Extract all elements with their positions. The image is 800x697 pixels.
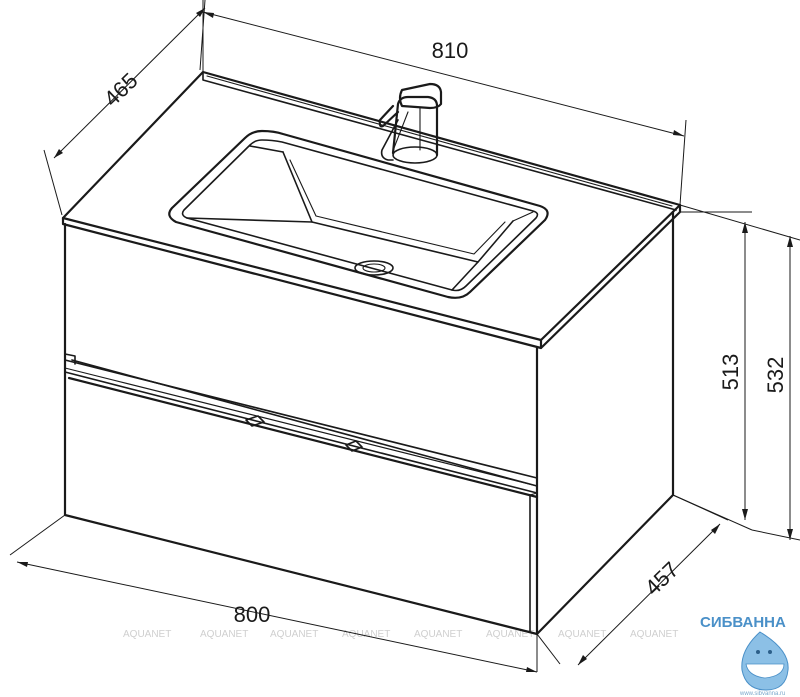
watermark-row: AQUANET AQUANET AQUANET AQUANET AQUANET … (123, 629, 678, 640)
watermark-text: AQUANET (123, 629, 171, 640)
dimension-cabinet-height: 513 (672, 211, 753, 531)
dimension-label: 810 (432, 38, 469, 63)
sink-basin (168, 129, 549, 299)
watermark-text: AQUANET (558, 629, 606, 640)
brand-name: СИБВАННА (700, 614, 786, 631)
watermark-text: AQUANET (200, 629, 248, 640)
water-drop-icon (741, 631, 789, 691)
dimension-label: 513 (718, 354, 743, 391)
watermark-text: AQUANET (486, 629, 534, 640)
watermark-text: AQUANET (342, 629, 390, 640)
dimension-total-height: 532 (679, 204, 800, 541)
watermark-text: AQUANET (630, 629, 678, 640)
watermark-text: AQUANET (414, 629, 462, 640)
cabinet (63, 210, 675, 636)
dimension-cabinet-width: 800 (9, 514, 538, 673)
brand-logo: СИБВАННА www.sibvanna.ru (700, 614, 789, 697)
watermark-text: AQUANET (270, 629, 318, 640)
dimension-label: 532 (763, 357, 788, 394)
brand-url: www.sibvanna.ru (739, 691, 785, 697)
dimension-label: 465 (99, 68, 143, 111)
dimension-label: 800 (234, 602, 271, 627)
faucet (378, 82, 443, 164)
dimension-top-width: 810 (202, 0, 687, 206)
dimension-top-depth: 465 (43, 0, 206, 216)
dimension-label: 457 (640, 557, 684, 600)
countertop (61, 70, 682, 350)
